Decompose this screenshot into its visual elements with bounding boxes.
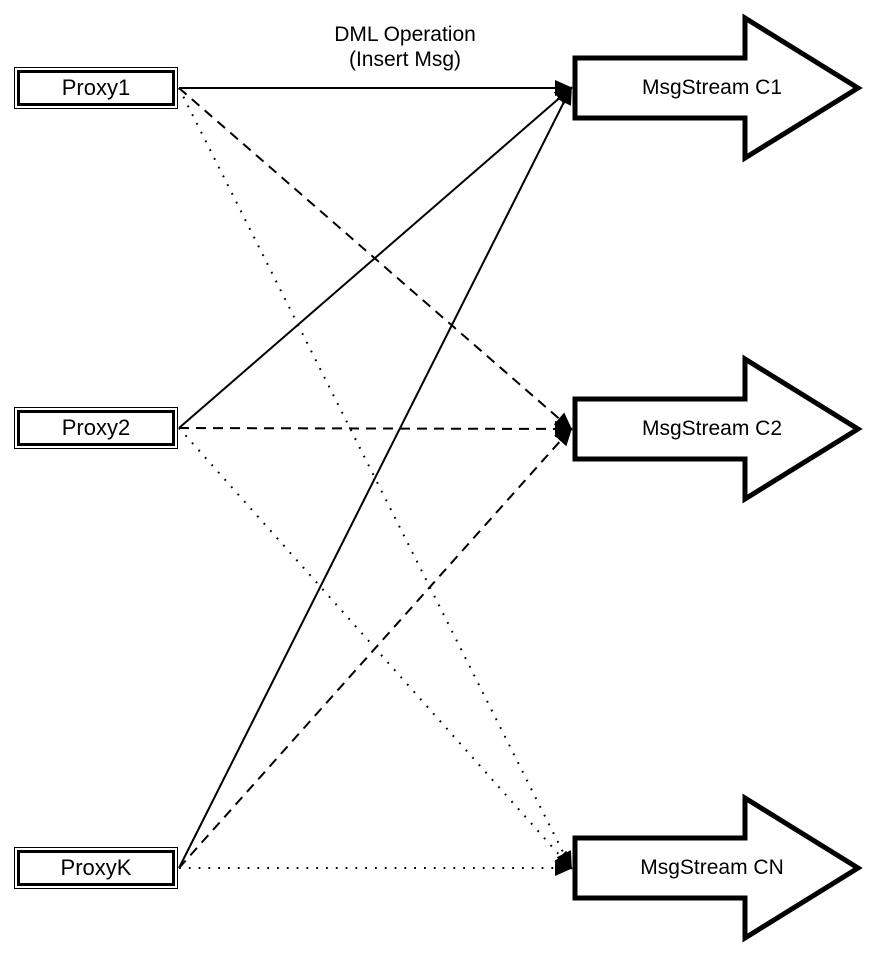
node-proxyk-label: ProxyK	[17, 850, 175, 886]
msgstream-c1-arrow-shape	[572, 13, 863, 163]
node-proxyk: ProxyK	[14, 847, 178, 889]
node-msgstream-c1-label: MsgStream C1	[641, 76, 783, 99]
connection-proxyk-to-msgstream-c1	[178, 86, 572, 869]
msgstream-cn-arrow-shape	[572, 793, 863, 943]
connection-proxyk-to-msgstream-c2	[178, 427, 573, 869]
node-proxy2: Proxy2	[14, 407, 178, 449]
connection-proxy2-to-msgstream-c1	[178, 86, 573, 429]
node-proxy1-label: Proxy1	[17, 70, 175, 106]
node-msgstream-c2-label: MsgStream C2	[641, 417, 783, 440]
msgstream-c2-arrow-shape	[572, 354, 863, 504]
connection-proxy2-to-msgstream-c2	[178, 420, 573, 437]
node-proxy2-label: Proxy2	[17, 410, 175, 446]
node-msgstream-cn-label: MsgStream CN	[640, 856, 784, 879]
connection-lines	[178, 80, 573, 876]
diagram-title: DML Operation (Insert Msg)	[334, 22, 476, 72]
diagram-title-line2: (Insert Msg)	[348, 48, 461, 71]
diagram-title-line1: DML Operation	[334, 23, 476, 46]
node-proxy1: Proxy1	[14, 67, 178, 109]
